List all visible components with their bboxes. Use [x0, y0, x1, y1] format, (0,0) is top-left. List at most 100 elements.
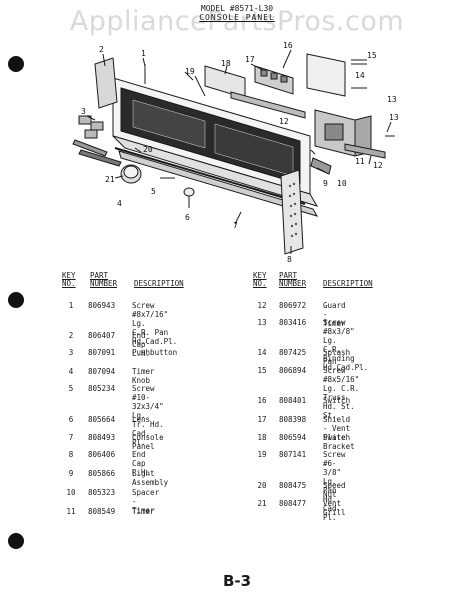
part-description: Console Panel	[132, 433, 164, 451]
part-description: Guard - Timer	[323, 301, 346, 328]
page-number: B-3	[222, 572, 252, 590]
part-key-no: 9	[68, 469, 74, 478]
diagram-callout: 7	[233, 221, 238, 230]
part-number: 808549	[88, 507, 116, 516]
diagram-callout: 13	[387, 95, 397, 104]
part-description: Switch	[323, 396, 351, 405]
part-key-no: 20	[257, 481, 267, 490]
part-description: Splash Pan	[323, 348, 351, 366]
part-number: 808401	[279, 396, 307, 405]
diagram-callout: 11	[355, 157, 365, 166]
part-number: 807094	[88, 367, 116, 376]
part-key-no: 4	[68, 367, 74, 376]
diagram-callout: 14	[355, 71, 365, 80]
part-description: Speed Nut	[323, 481, 346, 499]
part-number: 808398	[279, 415, 307, 424]
part-key-no: 6	[68, 415, 74, 424]
col-header-part-right: PART NUMBER	[279, 271, 307, 288]
part-key-no: 5	[68, 384, 74, 393]
diagram-callout: 10	[337, 179, 347, 188]
part-key-no: 10	[66, 488, 76, 497]
diagram-callout: 6	[185, 213, 190, 222]
part-number: 806407	[88, 331, 116, 340]
part-number: 806594	[279, 433, 307, 442]
diagram-callout: 5	[151, 187, 156, 196]
part-key-no: 15	[257, 366, 267, 375]
diagram-callout: 19	[185, 67, 195, 76]
part-key-no: 19	[257, 450, 267, 459]
part-number: 806972	[279, 301, 307, 310]
diagram-callout: 4	[117, 199, 122, 208]
diagram-callout: 20	[143, 145, 153, 154]
part-description: Screw #8x5/16" Lg. C.R. Truss Hd. St. St…	[323, 366, 360, 420]
diagram-callout: 2	[99, 45, 104, 54]
diagram-callout: 3	[81, 107, 86, 116]
diagram-callout: 12	[373, 161, 383, 170]
part-key-no: 1	[68, 301, 74, 310]
binder-hole-bottom	[8, 533, 24, 549]
diagram-callout: 21	[105, 175, 115, 184]
part-key-no: 13	[257, 318, 267, 327]
diagram-callout: 1	[141, 49, 146, 58]
diagram-callout: 17	[245, 55, 255, 64]
binder-hole-top	[8, 56, 24, 72]
part-key-no: 11	[66, 507, 76, 516]
part-description: Screw #8x7/16" Lg. C.R. Pan Hd.Cad.Pl.	[132, 301, 178, 346]
part-number: 803416	[279, 318, 307, 327]
part-description: Timer Knob	[132, 367, 155, 385]
part-key-no: 21	[257, 499, 267, 508]
part-key-no: 14	[257, 348, 267, 357]
diagram-callout: 12	[279, 117, 289, 126]
switch-bracket-shape	[204, 65, 246, 99]
part-description: End Cap L.H.	[132, 331, 151, 358]
part-number: 807141	[279, 450, 307, 459]
part-number: 805664	[88, 415, 116, 424]
diagram-callout: 16	[283, 41, 293, 50]
part-description: Screw #10-32x3/4" Lg. Tr. Hd. Cad. Pl.	[132, 384, 164, 447]
part-key-no: 8	[68, 450, 74, 459]
part-number: 805866	[88, 469, 116, 478]
diagram-callout: 18	[221, 59, 231, 68]
part-key-no: 17	[257, 415, 267, 424]
section-title: CONSOLE PANEL	[199, 13, 275, 22]
part-description: Screw #6-3/8" Lg. Pan Hd. Cad. Pl.	[323, 450, 346, 522]
part-number: 805234	[88, 384, 116, 393]
part-key-no: 3	[68, 348, 74, 357]
part-number: 808475	[279, 481, 307, 490]
part-description: Timer	[132, 507, 155, 516]
part-description: Shield - Vent Plate	[323, 415, 351, 442]
part-description: Lens	[132, 415, 151, 424]
model-title: MODEL #8571-L30	[200, 4, 274, 13]
watermark: AppliancePartsPros.com	[69, 6, 405, 37]
part-number: 808477	[279, 499, 307, 508]
part-number: 805323	[88, 488, 116, 497]
part-key-no: 16	[257, 396, 267, 405]
splash-pan-shape	[306, 53, 346, 97]
col-header-desc-right: DESCRIPTION	[323, 279, 373, 288]
col-header-part-left: PART NUMBER	[90, 271, 118, 288]
part-number: 807091	[88, 348, 116, 357]
part-description: Vent Grill	[323, 499, 346, 517]
diagram-callout: 9	[323, 179, 328, 188]
part-description: Pushbutton	[132, 348, 178, 357]
part-key-no: 18	[257, 433, 267, 442]
part-number: 807425	[279, 348, 307, 357]
part-description: Switch Bracket	[323, 433, 355, 451]
col-header-key-right: KEY NO.	[253, 271, 267, 288]
part-description: Spacer - Timer	[132, 488, 160, 515]
part-key-no: 2	[68, 331, 74, 340]
part-number: 806894	[279, 366, 307, 375]
binder-hole-middle	[8, 292, 24, 308]
part-description: Light Assembly	[132, 469, 169, 487]
diagram-callout: 13	[389, 113, 399, 122]
col-header-desc-left: DESCRIPTION	[134, 279, 184, 288]
part-key-no: 12	[257, 301, 267, 310]
part-description: Screw #8x3/8" Lg. C.R. Binding Hd.Cad.Pl…	[323, 318, 369, 372]
part-number: 806943	[88, 301, 116, 310]
end-cap-right-shape	[280, 169, 304, 255]
part-number: 808493	[88, 433, 116, 442]
part-description: End Cap R.H.	[132, 450, 151, 477]
diagram-callout: 15	[367, 51, 377, 60]
end-cap-left-shape	[94, 57, 118, 109]
